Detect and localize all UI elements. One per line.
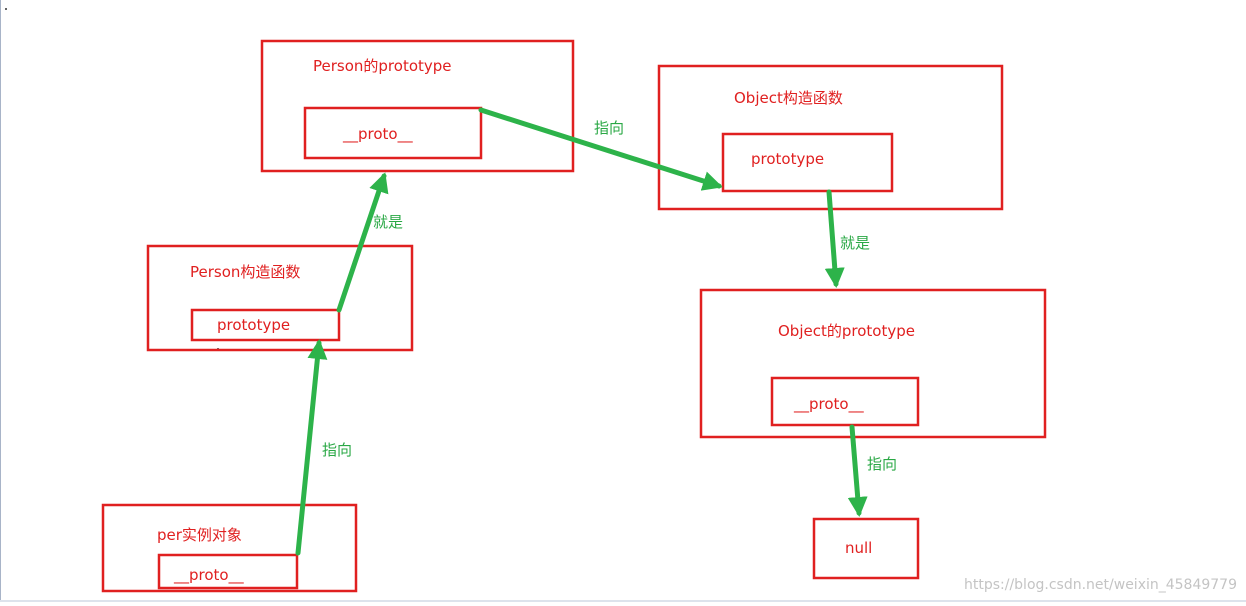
object-prototype-box: Object的prototype __proto__ — [699, 288, 1047, 439]
person-prototype-outer-rect — [260, 39, 575, 173]
edge-label-object-proto-to-null: 指向 — [867, 455, 897, 473]
arrow-object-constructor-prototype-to-object-prototype — [824, 189, 845, 288]
null-rect — [812, 517, 920, 580]
null-box: null — [812, 517, 920, 580]
person-prototype-proto-label: __proto__ — [342, 125, 413, 144]
person-prototype-box: Person的prototype __proto__ — [260, 39, 575, 173]
person-constructor-title: Person构造函数 — [190, 263, 300, 281]
arrow-person-proto-to-object-constructor-prototype — [478, 107, 723, 191]
object-prototype-proto-label: __proto__ — [793, 395, 864, 414]
object-constructor-box: Object构造函数 prototype — [657, 64, 1004, 211]
null-label: null — [845, 539, 872, 557]
arrow-person-constructor-prototype-to-person-prototype — [336, 172, 389, 313]
per-instance-proto-rect — [157, 553, 299, 590]
per-instance-title: per实例对象 — [157, 526, 242, 544]
edge-label-person-proto-to-object-prototype: 指向 — [594, 119, 624, 137]
per-instance-proto-label: __proto__ — [173, 566, 244, 585]
object-prototype-title: Object的prototype — [778, 322, 915, 340]
object-constructor-prototype-label: prototype — [751, 150, 824, 168]
person-constructor-box: Person构造函数 prototype — [146, 244, 414, 352]
per-instance-box: per实例对象 __proto__ — [101, 503, 358, 593]
object-constructor-outer-rect — [657, 64, 1004, 211]
stray-dot — [5, 8, 7, 10]
arrow-object-proto-to-null — [847, 424, 868, 517]
person-constructor-prototype-label: prototype — [217, 316, 290, 334]
edge-label-person-constructor-is: 就是 — [373, 213, 403, 231]
object-prototype-proto-rect — [770, 376, 920, 427]
object-constructor-prototype-rect — [721, 132, 894, 193]
edge-label-per-to-person-prototype: 指向 — [322, 441, 352, 459]
person-constructor-prototype-rect — [190, 308, 341, 342]
watermark: https://blog.csdn.net/weixin_45849779 — [964, 577, 1237, 593]
window-left-border — [0, 0, 1, 602]
object-constructor-title: Object构造函数 — [734, 89, 843, 107]
per-instance-outer-rect — [101, 503, 358, 593]
window-bottom-border — [0, 600, 1246, 602]
object-prototype-outer-rect — [699, 288, 1047, 439]
arrow-per-proto-to-person-constructor-prototype — [295, 339, 328, 556]
person-constructor-outer-rect — [146, 244, 414, 352]
edge-label-object-constructor-is: 就是 — [840, 234, 870, 252]
person-prototype-title: Person的prototype — [313, 57, 452, 75]
person-prototype-proto-rect — [303, 106, 483, 160]
